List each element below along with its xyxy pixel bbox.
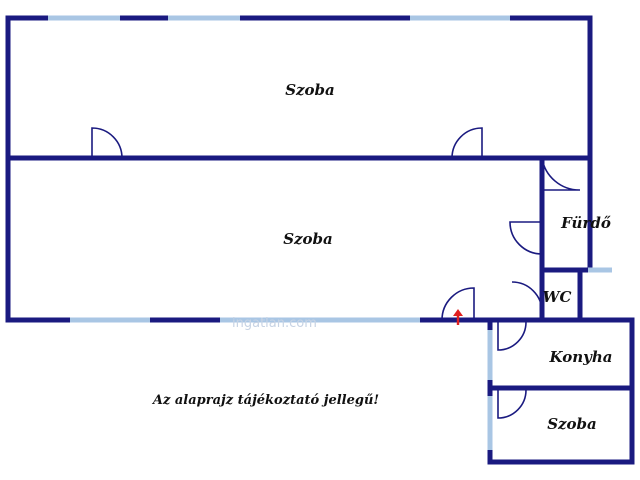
windows bbox=[48, 15, 612, 450]
room-label-szoba-middle: Szoba bbox=[283, 230, 333, 248]
room-label-furdo: Fürdő bbox=[560, 214, 611, 232]
room-label-wc: WC bbox=[543, 288, 572, 306]
entrance-arrow-icon bbox=[453, 309, 463, 325]
door-swing bbox=[497, 389, 527, 419]
door-swing bbox=[511, 281, 543, 313]
watermark: ingatlan.com bbox=[232, 316, 317, 331]
door-swing bbox=[497, 321, 527, 351]
door-swing bbox=[509, 221, 543, 255]
door-swing bbox=[91, 127, 123, 159]
room-label-szoba-top: Szoba bbox=[285, 81, 335, 99]
room-label-szoba-small: Szoba bbox=[547, 415, 597, 433]
doors bbox=[91, 127, 581, 419]
door-swing bbox=[541, 157, 581, 191]
door-swing bbox=[451, 127, 483, 159]
room-label-konyha: Konyha bbox=[549, 348, 613, 366]
disclaimer-note: Az alaprajz tájékoztató jellegű! bbox=[151, 393, 379, 408]
entrance-door-swing bbox=[441, 287, 475, 321]
